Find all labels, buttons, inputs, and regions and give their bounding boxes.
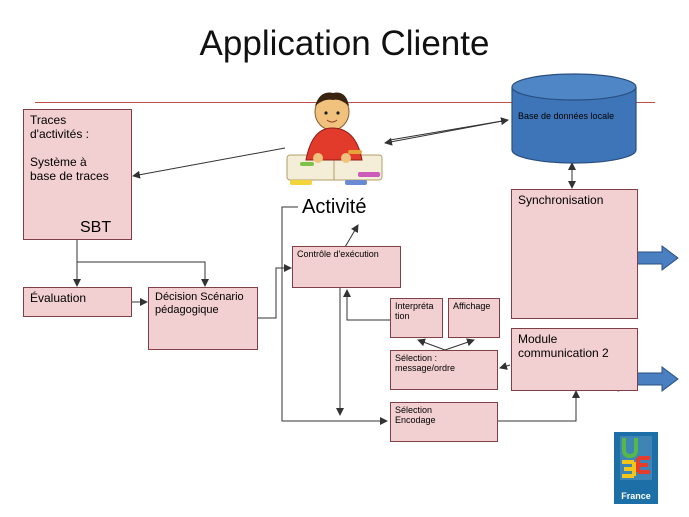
child-reading-icon [286, 92, 383, 185]
logo-text: France [621, 491, 651, 501]
activite-label: Activité [302, 196, 367, 218]
evaluation-box: Évaluation [23, 287, 132, 317]
database-cylinder-icon [511, 73, 637, 164]
decision-scenario-box: Décision Scénario pédagogique [148, 287, 258, 350]
base-donnees-label: Base de données locale [518, 111, 615, 121]
ufe-logo-icon: France [614, 432, 658, 504]
module-communication-box: Module communication 2 [511, 328, 638, 391]
controle-execution-box: Contrôle d'exécution [292, 246, 401, 288]
selection-message-box: Sélection : message/ordre [390, 350, 498, 390]
affichage-box: Affichage [448, 298, 500, 338]
sbt-label: SBT [80, 219, 112, 236]
interpretation-box: Interpréta tion [390, 298, 443, 338]
selection-encodage-box: Sélection Encodage [390, 402, 498, 442]
synchronisation-box: Synchronisation [511, 189, 638, 319]
page-title: Application Cliente [199, 24, 490, 63]
traces-activites-box: Traces d'activités : Système à base de t… [23, 109, 132, 240]
